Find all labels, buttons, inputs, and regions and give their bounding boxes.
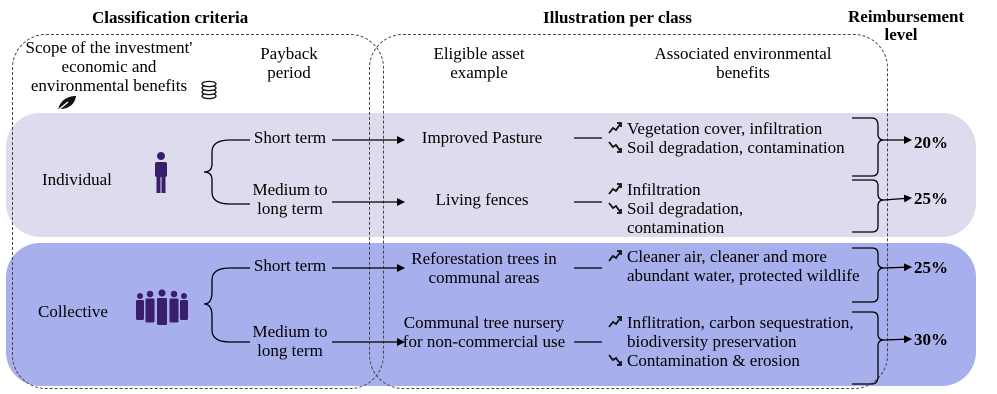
benefits-improved-pasture: Vegetation cover, infiltration Soil degr… [607,119,867,157]
header-reimbursement: Reimbursement level [848,7,965,44]
class-label-individual: Individual [42,170,112,189]
right-brace-2 [852,179,885,233]
trend-up-icon [608,183,622,195]
class-label-collective: Collective [38,302,108,321]
benefit-text: Inflitration, carbon sequestration, biod… [627,313,854,351]
classification-box [12,34,384,389]
benefit-text: Soil degradation, contamination [627,138,845,157]
trend-down-icon [608,141,622,153]
brace-collective [203,267,231,343]
header-classification: Classification criteria [92,8,249,27]
asset-improved-pasture: Improved Pasture [421,128,543,147]
level-living-fences: 25% [914,189,948,208]
benefits-living-fences: Infiltration Soil degradation, contamina… [607,180,827,237]
benefit-text: Cleaner air, cleaner and more abundant w… [627,247,860,285]
right-brace-4 [852,311,885,385]
trend-up-icon [608,122,622,134]
column-payback: Payback period [260,44,318,82]
benefit-text: Contamination & erosion [627,351,800,370]
brace-individual [203,139,231,205]
right-brace-3 [852,247,885,303]
level-reforestation: 25% [914,258,948,277]
period-individual-short: Short term [253,128,327,147]
column-eligible: Eligible asset example [433,44,525,82]
individual-band [6,113,976,237]
arrow-level-3 [883,263,912,272]
level-improved-pasture: 20% [914,133,948,152]
benefit-text: Infiltration [627,180,701,199]
collective-band [6,243,976,386]
benefits-communal-nursery: Inflitration, carbon sequestration, biod… [607,313,875,370]
period-individual-medium: Medium to long term [252,180,328,218]
leaf-icon [56,96,76,112]
trend-up-icon [608,316,622,328]
header-illustration: Illustration per class [543,8,692,27]
period-collective-short: Short term [253,256,327,275]
period-collective-medium: Medium to long term [252,322,328,360]
trend-down-icon [608,202,622,214]
right-brace-1 [852,117,885,177]
group-icon [136,289,188,325]
arrow-level-4 [883,335,912,344]
person-icon [155,152,167,193]
asset-reforestation: Reforestation trees in communal areas [411,249,557,287]
illustration-box [369,34,888,389]
coins-icon [201,80,217,100]
benefit-text: Soil degradation, contamination [627,199,744,237]
column-benefits: Associated environmental benefits [654,44,832,82]
asset-communal-nursery: Communal tree nursery for non-commercial… [402,313,566,351]
trend-down-icon [608,354,622,366]
asset-living-fences: Living fences [435,190,529,209]
column-scope: Scope of the investment' economic and en… [25,38,193,95]
benefit-text: Vegetation cover, infiltration [627,119,823,138]
benefits-reforestation: Cleaner air, cleaner and more abundant w… [607,247,863,285]
level-communal-nursery: 30% [914,330,948,349]
arrow-level-2 [883,194,912,203]
trend-up-icon [608,250,622,262]
